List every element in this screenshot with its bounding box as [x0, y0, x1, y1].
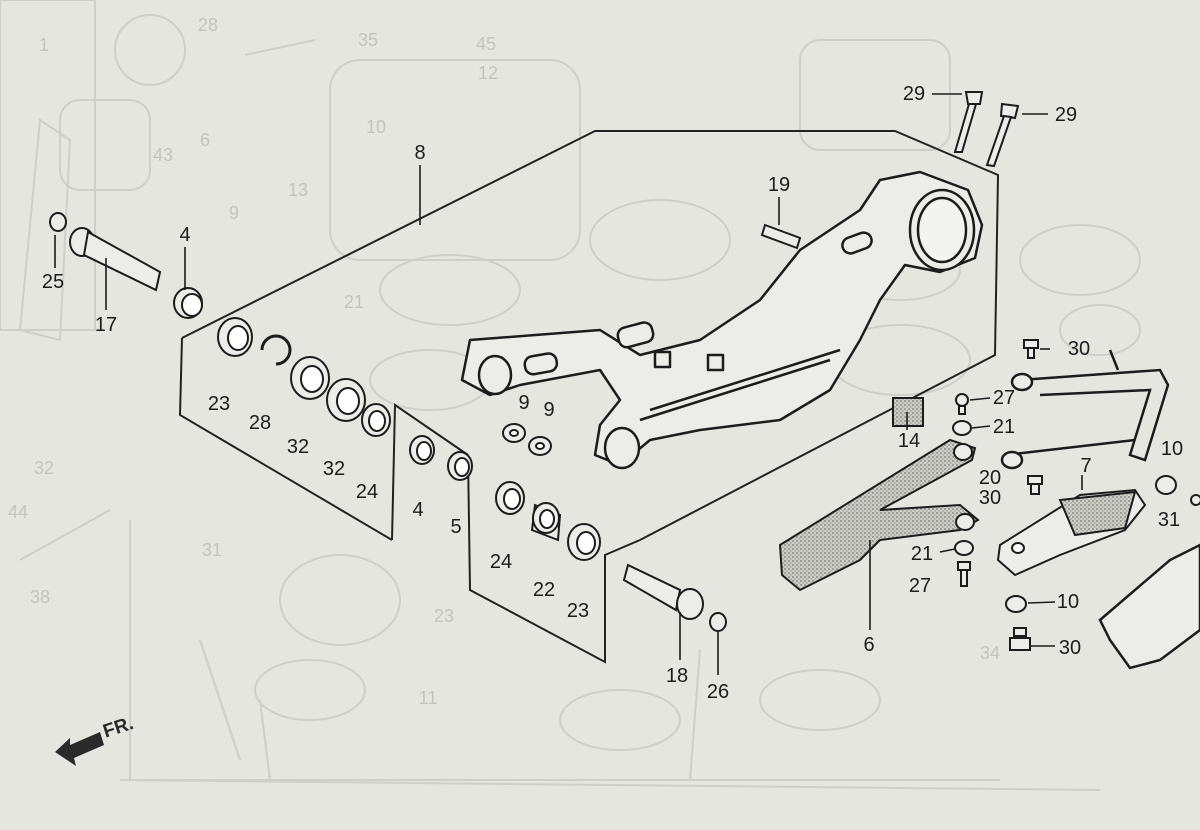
callout-30-mid: 30 — [978, 487, 1002, 509]
collars — [409, 435, 473, 481]
callout-27-top: 27 — [992, 387, 1016, 409]
front-arrow — [55, 732, 104, 766]
callout-24-right: 24 — [489, 551, 513, 573]
small-fasteners — [952, 339, 1200, 651]
callout-23-right: 23 — [566, 600, 590, 622]
bolts-29 — [953, 91, 1020, 168]
leader-lines — [54, 93, 1083, 675]
washers — [502, 423, 552, 456]
callout-9-b: 9 — [543, 399, 555, 421]
ghost-callout: 34 — [979, 643, 1001, 663]
stud-19 — [760, 223, 802, 250]
callout-31: 31 — [1157, 509, 1181, 531]
callout-32-a: 32 — [286, 436, 310, 458]
brake-hose-bracket — [1000, 349, 1170, 470]
callout-19: 19 — [767, 174, 791, 196]
callout-22: 22 — [532, 579, 556, 601]
bearing-stack-left — [217, 317, 391, 437]
ghost-callout: 21 — [343, 292, 365, 312]
bearing-stack-right — [495, 481, 601, 561]
ghost-callout: 11 — [418, 688, 438, 708]
swing-arm — [460, 170, 984, 470]
background-ghost-artwork — [0, 0, 1141, 791]
ghost-callout: 13 — [287, 180, 309, 200]
callout-23-left: 23 — [207, 393, 231, 415]
callout-20: 20 — [978, 467, 1002, 489]
ghost-callout: 45 — [475, 34, 497, 54]
callout-21-top: 21 — [992, 416, 1016, 438]
callout-4-bottom: 4 — [412, 499, 424, 521]
ghost-callout: 9 — [228, 203, 240, 223]
callout-29-left: 29 — [902, 83, 926, 105]
ghost-callout: 32 — [33, 458, 55, 478]
callout-17: 17 — [94, 314, 118, 336]
ghost-callout: 43 — [152, 145, 174, 165]
callout-28: 28 — [248, 412, 272, 434]
callout-30-bottom: 30 — [1058, 637, 1082, 659]
ghost-callout: 44 — [7, 502, 29, 522]
ghost-callout: 23 — [433, 606, 455, 626]
ghost-callout: 6 — [199, 130, 211, 150]
ghost-callout: 35 — [357, 30, 379, 50]
bolt-18 — [622, 563, 727, 632]
ghost-callout: 12 — [477, 63, 499, 83]
partial-part-bottom-right — [1098, 543, 1200, 670]
callout-8: 8 — [414, 142, 426, 164]
ghost-callout: 28 — [197, 15, 219, 35]
callout-5: 5 — [450, 516, 462, 538]
callout-29-right: 29 — [1054, 104, 1078, 126]
chain-cover-7 — [996, 488, 1147, 577]
chain-guard-6 — [778, 397, 980, 592]
callout-21-bottom: 21 — [910, 543, 934, 565]
ghost-callout: 1 — [38, 35, 50, 55]
ghost-callout: 31 — [201, 540, 223, 560]
callout-30-top: 30 — [1067, 338, 1091, 360]
callout-10-bottom: 10 — [1056, 591, 1080, 613]
ghost-callout: 38 — [29, 587, 51, 607]
callout-26: 26 — [706, 681, 730, 703]
callout-6: 6 — [863, 634, 875, 656]
callout-7: 7 — [1080, 455, 1092, 477]
callout-10-top: 10 — [1160, 438, 1184, 460]
pivot-bolt-parts — [49, 212, 203, 319]
callout-24-left: 24 — [355, 481, 379, 503]
callout-4-top: 4 — [179, 224, 191, 246]
callout-14: 14 — [897, 430, 921, 452]
callout-25: 25 — [41, 271, 65, 293]
callout-9-a: 9 — [518, 392, 530, 414]
callout-32-b: 32 — [322, 458, 346, 480]
assembly-boundary — [178, 130, 1000, 664]
callout-18: 18 — [665, 665, 689, 687]
ghost-callout: 10 — [365, 117, 387, 137]
callout-27-bottom: 27 — [908, 575, 932, 597]
